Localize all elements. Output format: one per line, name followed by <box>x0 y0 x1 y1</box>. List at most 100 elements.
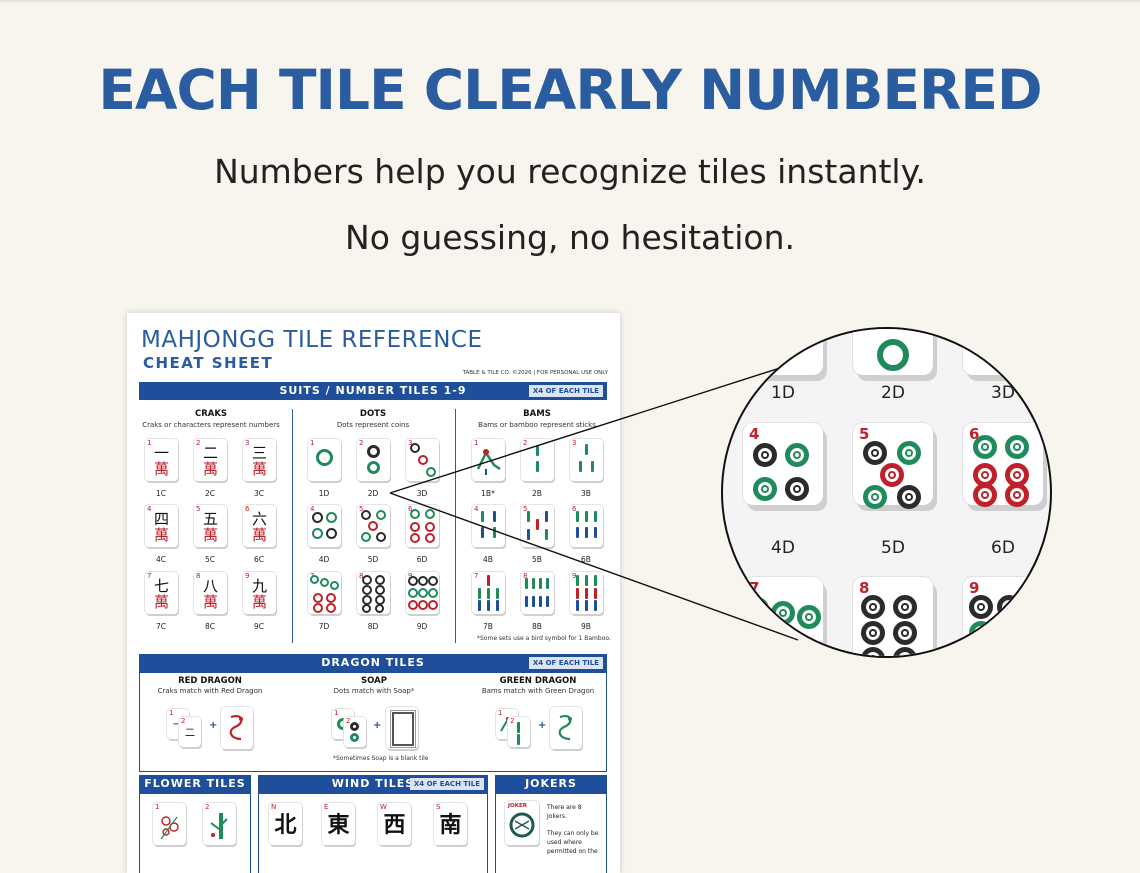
dot-circle-icon <box>376 532 386 542</box>
dot-circle-icon <box>973 483 997 507</box>
wind-character: 南 <box>439 812 462 838</box>
dot-circle-icon <box>797 605 821 629</box>
red-dragon-desc: Craks match with Red Dragon <box>157 687 263 695</box>
bamboo-stick-icon <box>493 511 496 522</box>
lens-tile-4D: 4 <box>743 423 823 505</box>
dot-circle-icon <box>969 621 993 645</box>
dot-tile-3: 3 <box>406 439 439 481</box>
bamboo-stick-icon <box>546 596 549 607</box>
wan-character: 萬 <box>202 460 218 478</box>
dot-circle-icon <box>880 463 904 487</box>
lens-tile-top <box>853 329 933 375</box>
tile-number: 1 <box>310 439 315 447</box>
crak-numeral: 六 <box>251 510 267 528</box>
bamboo-stick-icon <box>585 588 588 599</box>
tile-label: 2C <box>204 489 215 498</box>
dot-tile-7: 7 <box>308 572 341 614</box>
bam-tile-8: 8 <box>521 572 554 614</box>
dot-circle-icon <box>426 467 436 477</box>
tile-number: 5 <box>196 505 201 513</box>
lens-tile-5D: 5 <box>853 423 933 509</box>
crak-numeral: 二 <box>202 444 218 462</box>
soap-title: SOAP <box>361 676 387 686</box>
bamboo-stick-icon <box>579 461 582 472</box>
bamboo-stick-icon <box>481 511 484 522</box>
wind-letter: S <box>436 803 441 811</box>
tile-number: 8 <box>523 572 528 580</box>
wind-bar-label: WIND TILES <box>331 777 415 790</box>
dot-circle-icon <box>312 528 323 539</box>
dot-tile-5: 5 <box>357 505 390 547</box>
dot-circle-icon <box>418 588 428 598</box>
dot-tile-1: 1 <box>308 439 341 481</box>
dot-circle-icon <box>376 510 386 520</box>
tile-number: 1 <box>147 439 152 447</box>
tile-label: 3B <box>581 489 591 498</box>
dot-circle-icon <box>316 449 333 466</box>
dot-circle-icon <box>367 445 380 458</box>
tile-number: 6 <box>572 505 577 513</box>
tile-number: 4 <box>474 505 479 513</box>
dot-circle-icon <box>425 509 435 519</box>
crak-numeral: 八 <box>202 577 218 595</box>
dragon-box <box>139 672 607 772</box>
dot-circle-icon <box>368 521 378 531</box>
flower-tile-1: 1 <box>153 803 186 845</box>
dot-circle-icon <box>428 576 438 586</box>
bamboo-stick-icon <box>546 578 549 589</box>
tile-label: 9B <box>581 622 591 631</box>
bamboo-stick-icon <box>487 575 490 586</box>
plus-sign: + <box>373 720 382 731</box>
tile-number: 6 <box>408 505 413 513</box>
wind-letter: W <box>380 803 387 811</box>
dot-circle-icon <box>1025 595 1049 619</box>
bamboo-stick-icon <box>594 588 597 599</box>
lens-label: 4D <box>771 538 795 558</box>
dot-circle-icon <box>361 510 371 520</box>
tile-number: 5 <box>359 505 364 513</box>
dot-circle-icon <box>418 455 428 465</box>
dot-circle-icon <box>330 581 339 590</box>
dot-circle-icon <box>997 595 1021 619</box>
soap-tile <box>386 707 418 749</box>
tile-number: 3 <box>408 439 413 447</box>
bamboo-stick-icon <box>496 600 499 611</box>
sheet-subtitle: CHEAT SHEET <box>143 354 274 372</box>
dot-circle-icon <box>861 621 885 645</box>
tile-label: 9D <box>416 622 428 631</box>
dot-circle-icon <box>326 603 336 613</box>
lens-tile-bottom: 7 <box>743 577 823 656</box>
bamboo-stick-icon <box>496 588 499 599</box>
bamboo-stick-icon <box>594 527 597 538</box>
dot-circle-icon <box>410 509 420 519</box>
bamboo-stick-icon <box>539 578 542 589</box>
dot-circle-icon <box>362 604 371 613</box>
wind-character: 北 <box>274 812 297 838</box>
tile-label: 6B <box>581 555 591 564</box>
bamboo-stick-icon <box>536 445 539 456</box>
joker-bar: JOKERS <box>495 775 607 793</box>
dot-circle-icon <box>375 604 384 613</box>
green-dragon-desc: Bams match with Green Dragon <box>481 687 595 695</box>
wan-character: 萬 <box>251 460 267 478</box>
joker-box <box>495 793 607 873</box>
bamboo-flower-icon <box>210 813 228 839</box>
dot-circle-icon <box>312 512 323 523</box>
tile-number: 3 <box>245 439 250 447</box>
tile-label: 9C <box>253 622 264 631</box>
suits-bar: SUITS / NUMBER TILES 1-9 X4 OF EACH TILE <box>139 382 607 400</box>
dot-circle-icon <box>361 532 371 542</box>
joker-tile-label: JOKER <box>508 803 527 809</box>
bamboo-stick-icon <box>585 600 588 611</box>
tile-number: 7 <box>749 579 760 597</box>
bamboo-stick-icon <box>576 527 579 538</box>
bam-mini-tile: 2 <box>508 717 530 747</box>
tile-number: 9 <box>969 579 980 597</box>
dot-circle-icon <box>410 533 420 543</box>
